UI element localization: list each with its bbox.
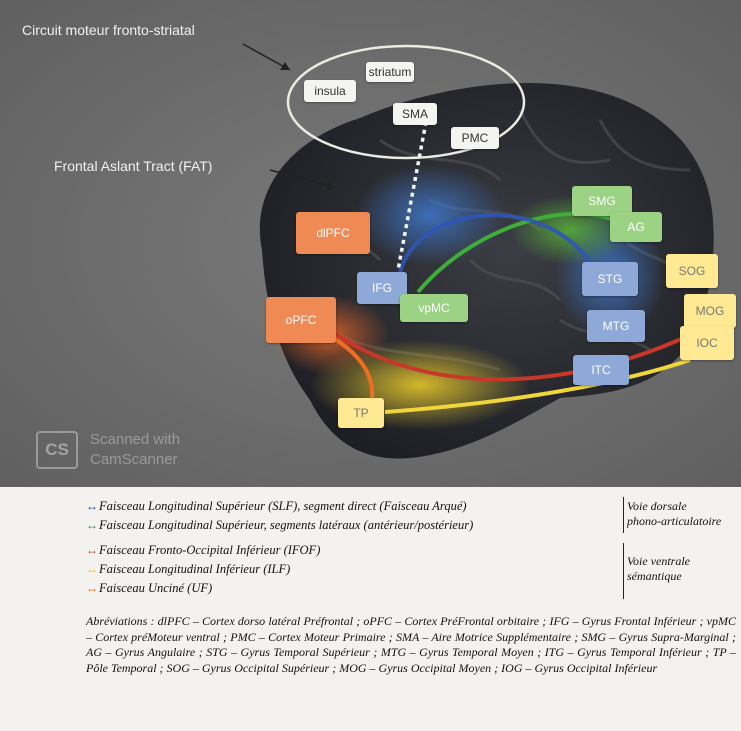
label-pmc: PMC (451, 127, 499, 149)
label-vpmc: vpMC (400, 294, 468, 322)
legend-item-slf-lateral: ↔ Faisceau Longitudinal Supérieur, segme… (86, 516, 736, 535)
label-sog: SOG (666, 254, 718, 288)
legend-item-slf-direct: ↔ Faisceau Longitudinal Supérieur (SLF),… (86, 497, 736, 516)
label-mog: MOG (684, 294, 736, 328)
brace-dorsal (618, 497, 624, 533)
label-dlpfc: dlPFC (296, 212, 370, 254)
camscanner-watermark: Scanned with CamScanner (90, 430, 180, 470)
legend-text: Faisceau Longitudinal Supérieur (SLF), s… (99, 499, 467, 513)
legend-item-ilf: ↔ Faisceau Longitudinal Inférieur (ILF) (86, 560, 736, 579)
label-tp: TP (338, 398, 384, 428)
legend-arrow-icon: ↔ (86, 562, 98, 576)
watermark-line-1: Scanned with (90, 431, 181, 448)
legend-arrow-icon: ↔ (86, 518, 98, 532)
label-opfc: oPFC (266, 297, 336, 343)
label-insula: insula (304, 80, 356, 102)
voie-dorsale-line-1: Voie dorsale (627, 499, 687, 513)
camscanner-logo: CS (36, 431, 78, 469)
brace-ventral (618, 543, 624, 599)
label-ifg: IFG (357, 272, 407, 304)
legend-text: Faisceau Longitudinal Inférieur (ILF) (99, 562, 291, 576)
legend-item-uf: ↔ Faisceau Unciné (UF) (86, 579, 736, 598)
legend-text: Faisceau Unciné (UF) (99, 581, 213, 595)
legend-item-ifof: ↔ Faisceau Fronto-Occipital Inférieur (I… (86, 541, 736, 560)
label-itc: ITC (573, 355, 629, 385)
legend-arrow-icon: ↔ (86, 499, 98, 513)
circuit-annotation: Circuit moteur fronto-striatal (22, 22, 195, 38)
label-smg: SMG (572, 186, 632, 216)
legend-arrow-icon: ↔ (86, 581, 98, 595)
abbreviations-paragraph: Abréviations : dlPFC – Cortex dorso laté… (86, 614, 736, 675)
brain-figure: Circuit moteur fronto-striatal Frontal A… (0, 0, 741, 487)
voie-dorsale-line-2: phono-articulatoire (627, 514, 722, 528)
legend-text: Faisceau Longitudinal Supérieur, segment… (99, 518, 474, 532)
label-sma: SMA (393, 103, 437, 125)
voie-ventrale-line-1: Voie ventrale (627, 554, 690, 568)
legend: ↔ Faisceau Longitudinal Supérieur (SLF),… (86, 497, 736, 598)
label-striatum: striatum (366, 62, 414, 82)
label-ioc: IOC (680, 326, 734, 360)
label-stg: STG (582, 262, 638, 296)
voie-dorsale: Voie dorsale phono-articulatoire (627, 499, 721, 529)
legend-arrow-icon: ↔ (86, 543, 98, 557)
fat-annotation: Frontal Aslant Tract (FAT) (54, 158, 213, 174)
voie-ventrale-line-2: sémantique (627, 569, 682, 583)
voie-ventrale: Voie ventrale sémantique (627, 554, 690, 584)
label-ag: AG (610, 212, 662, 242)
watermark-line-2: CamScanner (90, 451, 178, 468)
label-mtg: MTG (587, 310, 645, 342)
legend-text: Faisceau Fronto-Occipital Inférieur (IFO… (99, 543, 321, 557)
